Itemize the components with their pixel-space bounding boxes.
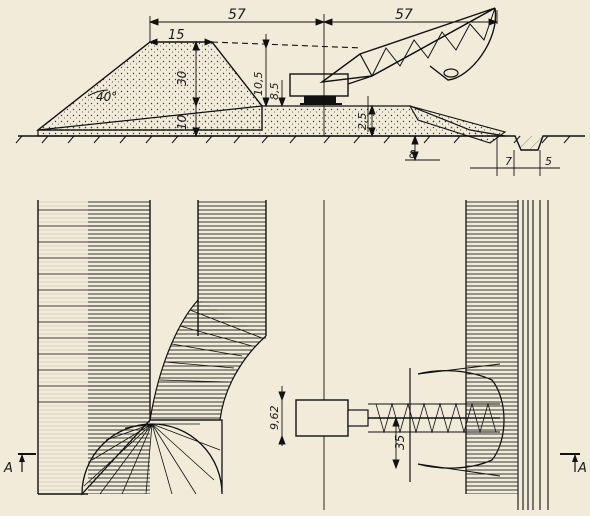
- dim-boom-reach: 35: [393, 435, 407, 450]
- excavator-body-plan: [295, 399, 349, 437]
- section-mark-right-label: A: [577, 461, 587, 476]
- dim-slope-angle: 40°: [96, 90, 117, 104]
- bucket-wheel-rim: [429, 7, 497, 81]
- excavator-turntable: [304, 96, 336, 103]
- section-mark-left-label: A: [3, 461, 13, 476]
- crest-extension-line: [211, 41, 363, 49]
- plan-fan: [81, 419, 223, 496]
- dim-top-left: 57: [228, 7, 246, 23]
- dim-machine-height-a: 10,5: [252, 72, 265, 97]
- dim-base-height: 10: [175, 114, 189, 130]
- dim-pit-depth: 8: [409, 148, 416, 161]
- dim-ditch-a: 7: [505, 155, 512, 168]
- dim-ditch-b: 5: [545, 155, 552, 168]
- dim-machine-height-b: 8,5: [268, 83, 281, 101]
- dim-berm-height: 2,5: [356, 113, 369, 131]
- ditch-fill: [515, 136, 543, 150]
- plan-dimension-lines: [278, 386, 400, 470]
- rail-lines: [517, 200, 549, 510]
- dimension-lines: [87, 18, 560, 176]
- excavator-cab: [289, 73, 349, 97]
- plan-view: 9,62 35 A A: [3, 200, 587, 510]
- bucket: [443, 68, 459, 78]
- plan-stockpile-right: [466, 200, 518, 494]
- excavator-section: [289, 7, 497, 132]
- cut-slope: [408, 105, 507, 144]
- dim-machine-width: 9,62: [268, 406, 281, 431]
- section-marker-right: A: [560, 453, 587, 476]
- section-marker-left: A: [3, 453, 36, 476]
- dim-top-right: 57: [395, 7, 413, 23]
- dim-stockpile-height: 30: [175, 70, 189, 86]
- fan-rays: [83, 423, 221, 495]
- dim-crest-width: 15: [168, 28, 185, 43]
- section-view: 57 57 15 40° 30 10 10,5 8,5 2,5 8 7 5: [15, 7, 585, 176]
